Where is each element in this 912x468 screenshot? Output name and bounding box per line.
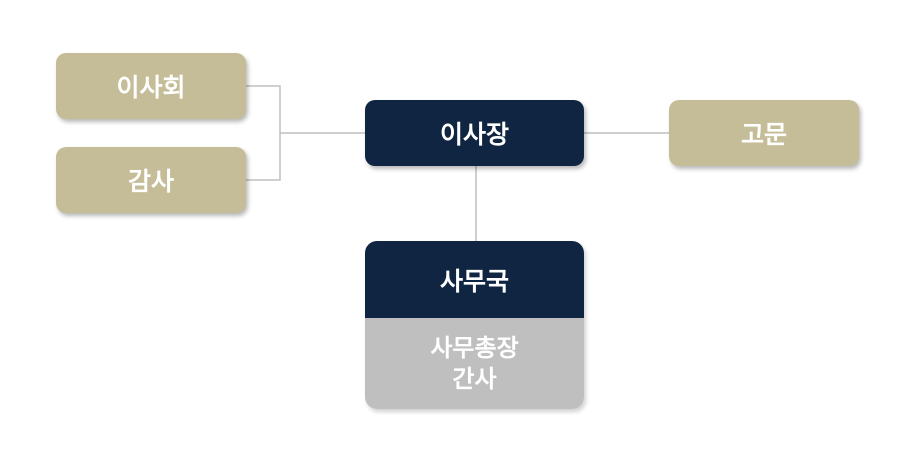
chairman-box: 이사장 <box>365 100 584 166</box>
connector-board-bracket <box>246 85 281 181</box>
secretariat-member: 사무총장 <box>430 333 519 362</box>
secretariat-members: 사무총장 간사 <box>365 318 584 409</box>
board-label: 이사회 <box>116 73 186 102</box>
advisor-box: 고문 <box>669 100 859 166</box>
secretariat-header: 사무국 <box>365 241 584 318</box>
secretariat-member: 간사 <box>452 364 497 393</box>
advisor-label: 고문 <box>740 120 787 149</box>
chairman-label: 이사장 <box>439 120 509 149</box>
auditor-label: 감사 <box>127 167 174 196</box>
secretariat-box: 사무국 사무총장 간사 <box>365 241 584 409</box>
secretariat-title: 사무국 <box>439 266 509 296</box>
board-box: 이사회 <box>56 53 246 119</box>
auditor-box: 감사 <box>56 147 246 213</box>
